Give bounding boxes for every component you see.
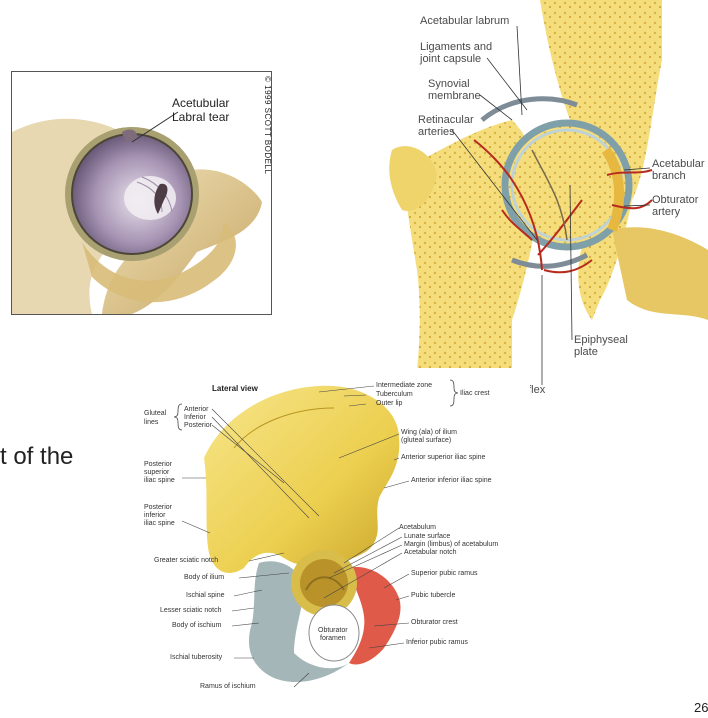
label-acetabular-branch-1: Acetabular: [652, 158, 705, 170]
label-aiis: Anterior inferior iliac spine: [411, 477, 492, 484]
label-obturator-foramen-1: Obturator: [318, 627, 348, 634]
label-posterior: Posterior: [184, 422, 213, 429]
label-body-ischium: Body of ischium: [172, 622, 222, 629]
copyright-text: © 1999 SCOTT BODELL: [263, 76, 272, 175]
label-obturator-crest: Obturator crest: [411, 619, 458, 626]
label-synovial-1: Synovial: [428, 78, 470, 90]
label-obturator-foramen-2: foramen: [320, 635, 346, 642]
label-gluteal-1: Gluteal: [144, 410, 167, 417]
label-intermediate-zone: Intermediate zone: [376, 382, 433, 389]
label-tuberculum: Tuberculum: [376, 391, 413, 398]
label-ligaments-1: Ligaments and: [420, 41, 493, 53]
labral-tear-figure: Acetubular Labral tear © 1999 SCOTT BODE…: [11, 71, 272, 315]
label-epiphyseal-2: plate: [574, 346, 598, 358]
label-ischial-spine: Ischial spine: [186, 592, 225, 599]
slide-partial-text: t of the: [0, 443, 74, 470]
hip-joint-illustration: [389, 0, 708, 410]
label-epiphyseal-1: Epiphyseal: [574, 334, 628, 346]
label-acetabular-branch-2: branch: [652, 170, 686, 182]
label-iliac-crest: Iliac crest: [460, 390, 490, 397]
label-superior-pubic: Superior pubic ramus: [411, 570, 478, 577]
label-acetabular-labrum: Acetabular labrum: [420, 15, 510, 27]
label-pis-2: inferior: [144, 512, 166, 519]
label-margin: Margin (limbus) of acetabulum: [404, 541, 499, 548]
hip-bone-title: Lateral view: [212, 384, 258, 393]
label-synovial-2: membrane: [428, 90, 481, 102]
label-inferior: Inferior: [184, 414, 206, 421]
labral-tear-label-2: Labral tear: [172, 110, 230, 124]
page-number: 26: [694, 700, 708, 715]
label-lunate-surface: Lunate surface: [404, 533, 451, 540]
label-psis-2: superior: [144, 469, 170, 476]
label-psis-3: iliac spine: [144, 477, 175, 484]
labral-tear-illustration: [12, 111, 262, 314]
label-retinacular-2: arteries: [418, 126, 455, 138]
label-obturator-artery-1: Obturator: [652, 194, 699, 206]
hip-joint-figure: Acetabular labrum Ligaments and joint ca…: [362, 0, 708, 410]
label-ischial-tuberosity: Ischial tuberosity: [170, 654, 223, 661]
label-acetabulum: Acetabulum: [399, 524, 436, 531]
label-inferior-pubic: Inferior pubic ramus: [406, 639, 468, 646]
label-gluteal-2: lines: [144, 419, 159, 426]
label-pis-3: iliac spine: [144, 520, 175, 527]
label-pis-1: Posterior: [144, 504, 173, 511]
label-body-ilium: Body of ilium: [184, 574, 225, 581]
label-retinacular-1: Retinacular: [418, 114, 474, 126]
label-ramus-ischium: Ramus of ischium: [200, 683, 256, 690]
label-acetabular-notch: Acetabular notch: [404, 549, 457, 556]
label-obturator-artery-2: artery: [652, 206, 681, 218]
label-lesser-sciatic: Lesser sciatic notch: [160, 607, 222, 614]
label-ligaments-2: joint capsule: [420, 53, 482, 65]
label-wing-1: Wing (ala) of ilium: [401, 429, 458, 436]
label-greater-sciatic: Greater sciatic notch: [154, 557, 219, 564]
hip-bone-illustration: [173, 379, 459, 688]
label-outer-lip: Outer lip: [376, 400, 403, 407]
hip-bone-figure: Lateral view Intermediate zone Tuberculu…: [134, 368, 530, 698]
label-anterior: Anterior: [184, 406, 209, 413]
label-pubic-tubercle: Pubic tubercle: [411, 592, 456, 599]
label-psis-1: Posterior: [144, 461, 173, 468]
labral-tear-label-1: Acetubular: [172, 96, 230, 110]
label-wing-2: (gluteal surface): [401, 437, 452, 444]
label-asis: Anterior superior iliac spine: [401, 454, 486, 461]
